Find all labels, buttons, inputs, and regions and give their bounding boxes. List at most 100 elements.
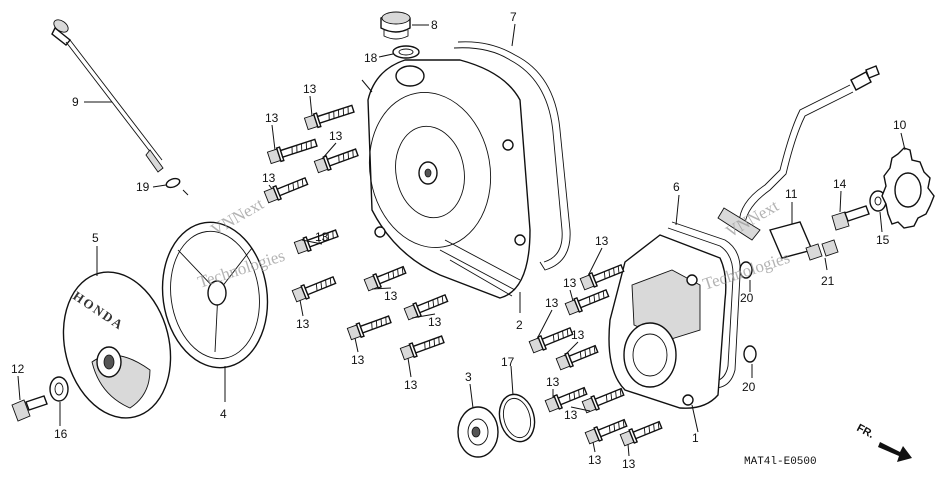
callout-13-leader bbox=[309, 95, 313, 117]
bolts-13 bbox=[263, 104, 663, 447]
sensor-11 bbox=[717, 207, 813, 259]
callout-13-leader bbox=[627, 443, 630, 457]
rotor-10 bbox=[881, 147, 935, 229]
main-cover-2 bbox=[361, 59, 531, 299]
direction-arrow-icon bbox=[878, 442, 912, 462]
bolt-13 bbox=[403, 293, 449, 321]
callout-13-leader bbox=[407, 357, 412, 378]
callout-13: 13 bbox=[351, 353, 365, 367]
cap-8 bbox=[380, 11, 411, 40]
callout-13: 13 bbox=[563, 276, 577, 290]
callout-13: 13 bbox=[564, 408, 578, 422]
bolt-13 bbox=[291, 275, 337, 303]
bolts-21 bbox=[805, 239, 839, 261]
bolt-13 bbox=[303, 104, 355, 131]
bolt-13 bbox=[555, 344, 599, 371]
sensor-harness bbox=[738, 65, 880, 233]
callout-13-leader bbox=[411, 313, 436, 319]
washer-16 bbox=[49, 376, 69, 402]
callout-13: 13 bbox=[428, 315, 442, 329]
direction-label: FR. bbox=[855, 422, 876, 441]
callout-6: 6 bbox=[673, 180, 680, 194]
callout-13: 13 bbox=[545, 296, 559, 310]
callout-17: 17 bbox=[501, 355, 515, 369]
bolt-14 bbox=[831, 205, 870, 231]
callout-13-leader bbox=[321, 142, 337, 160]
callout-13: 13 bbox=[546, 375, 560, 389]
callout-13-leader bbox=[587, 247, 603, 277]
callout-13: 13 bbox=[329, 129, 343, 143]
callout-21: 21 bbox=[821, 274, 835, 288]
callout-13-leader bbox=[301, 239, 323, 245]
bolt-13 bbox=[528, 326, 574, 354]
seal-3 bbox=[457, 406, 499, 458]
oring-18 bbox=[392, 45, 420, 59]
callout-11: 11 bbox=[785, 187, 798, 201]
callout-7: 7 bbox=[510, 10, 517, 24]
callout-13-leader bbox=[569, 289, 574, 302]
callout-16: 16 bbox=[54, 427, 68, 441]
callout-13: 13 bbox=[588, 453, 602, 467]
bolt-13 bbox=[584, 418, 628, 445]
callout-13-leader bbox=[371, 287, 392, 290]
callout-13-leader bbox=[268, 184, 273, 190]
bolt-13 bbox=[346, 315, 392, 341]
callout-19: 19 bbox=[136, 180, 150, 194]
callout-13-leader bbox=[563, 341, 579, 357]
gasket-7 bbox=[453, 41, 571, 271]
bolt-13 bbox=[313, 148, 359, 174]
callout-9: 9 bbox=[72, 95, 79, 109]
callout-13: 13 bbox=[296, 317, 310, 331]
callout-13-leader bbox=[299, 299, 304, 317]
callout-4: 4 bbox=[220, 407, 227, 421]
callout-13: 13 bbox=[571, 328, 585, 342]
callout-13-leader bbox=[271, 124, 276, 151]
bolt-13 bbox=[619, 420, 663, 447]
callout-15: 15 bbox=[876, 233, 890, 247]
plate-4 bbox=[161, 221, 269, 369]
collars-20 bbox=[739, 261, 757, 363]
callout-18: 18 bbox=[364, 51, 378, 65]
callout-14: 14 bbox=[833, 177, 847, 191]
callout-13-leader bbox=[536, 309, 553, 340]
callout-20: 20 bbox=[740, 291, 754, 305]
callout-20: 20 bbox=[742, 380, 756, 394]
bolt-13 bbox=[564, 288, 610, 316]
callout-13-leader bbox=[570, 406, 591, 412]
watermark-text: Technologies bbox=[700, 248, 792, 294]
callout-2: 2 bbox=[516, 318, 523, 332]
callout-13-leader bbox=[354, 337, 359, 353]
callout-labels: 1 2 3 4 5 6 7 8 9 10 11 12 14 15 16 17 1 bbox=[11, 10, 907, 445]
bolt-13 bbox=[544, 386, 588, 413]
dipstick bbox=[51, 19, 164, 173]
oring-19 bbox=[165, 177, 189, 196]
bolt-13 bbox=[579, 263, 625, 291]
callout-13: 13 bbox=[595, 234, 609, 248]
oring-17 bbox=[498, 393, 536, 443]
part-code: MAT4l-E0500 bbox=[744, 456, 817, 468]
callout-5: 5 bbox=[92, 231, 99, 245]
callout-13-labels: 13 13 13 13 13 13 13 13 13 13 13 13 13 13 13 13 13 13 bbox=[262, 82, 636, 471]
callout-8: 8 bbox=[431, 18, 438, 32]
callout-13: 13 bbox=[315, 230, 329, 244]
callout-1: 1 bbox=[692, 431, 699, 445]
callout-13: 13 bbox=[384, 289, 398, 303]
callout-13: 13 bbox=[262, 171, 276, 185]
callout-12: 12 bbox=[11, 362, 25, 376]
bolt-13 bbox=[266, 138, 318, 165]
callout-3: 3 bbox=[465, 370, 472, 384]
callout-13-leader bbox=[592, 441, 596, 453]
side-cover-1 bbox=[608, 234, 727, 409]
bolt-13 bbox=[581, 387, 625, 414]
front-direction-indicator: FR. bbox=[855, 422, 912, 462]
callout-10: 10 bbox=[893, 118, 907, 132]
bolt-13 bbox=[399, 335, 445, 361]
callout-13: 13 bbox=[303, 82, 317, 96]
callout-13: 13 bbox=[404, 378, 418, 392]
bolt-12 bbox=[11, 395, 48, 422]
callout-13: 13 bbox=[622, 457, 636, 471]
outer-cover-5: HONDA bbox=[62, 271, 172, 419]
callout-13: 13 bbox=[265, 111, 279, 125]
bolt-13 bbox=[263, 176, 309, 204]
